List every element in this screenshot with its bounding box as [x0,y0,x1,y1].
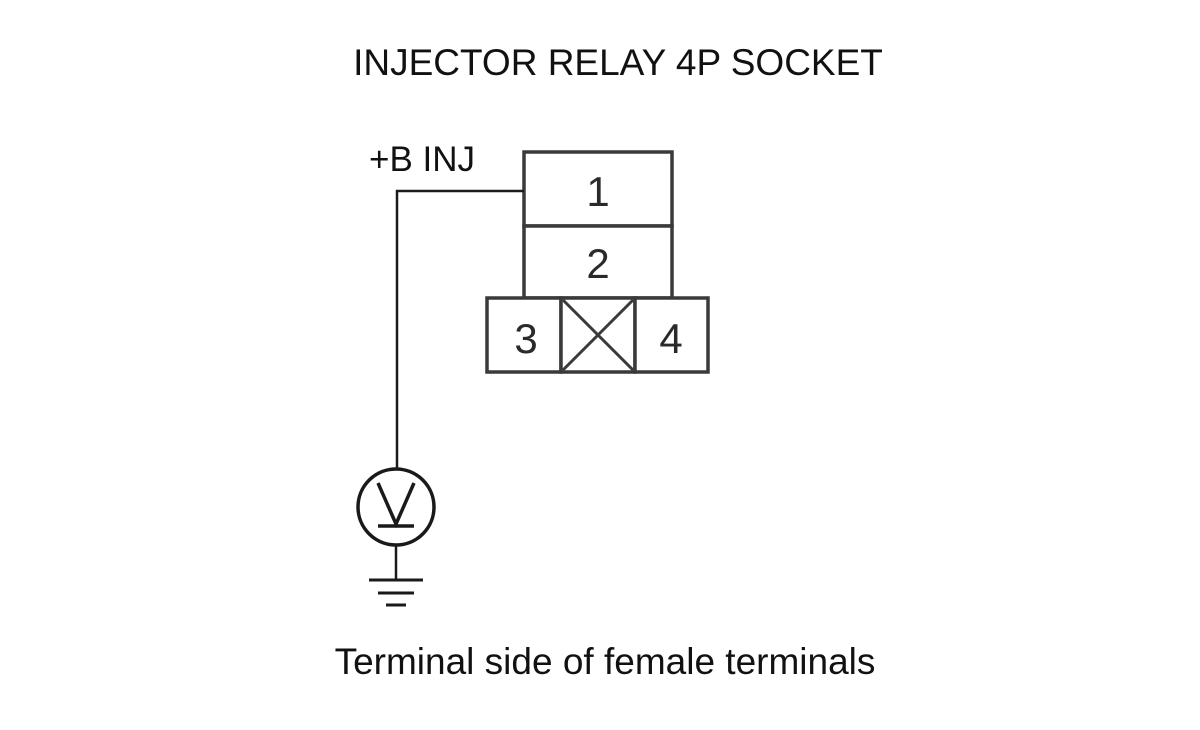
voltmeter-icon [356,467,436,547]
probe-wire [395,189,524,468]
terminal-label-1: 1 [586,168,609,215]
terminal-label-2: 2 [586,240,609,287]
terminal-label-3: 3 [514,315,537,362]
terminal-cell-3 [485,296,563,374]
x-box-icon [561,298,635,372]
terminal-cell-4 [633,296,710,374]
terminal-cell-1 [522,150,674,228]
diagram-title: INJECTOR RELAY 4P SOCKET [353,42,883,83]
ground-symbol-icon [369,578,423,607]
terminal-label-4: 4 [659,315,682,362]
wire-label: +B INJ [369,140,475,179]
diagram-caption: Terminal side of female terminals [335,641,876,682]
